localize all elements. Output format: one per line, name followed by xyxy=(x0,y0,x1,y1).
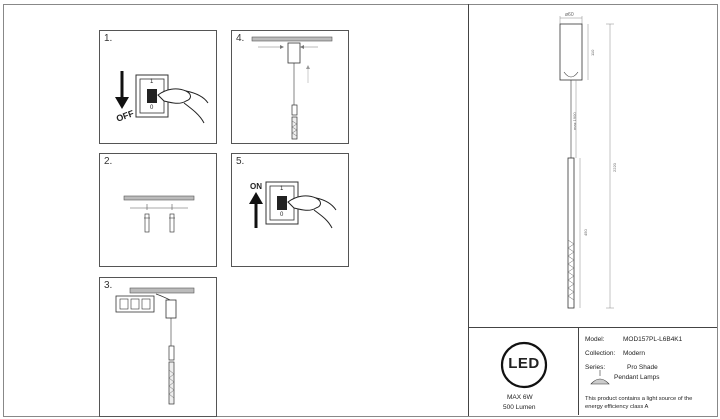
step-1-number: 1. xyxy=(104,33,113,44)
step-1-panel: 1. 1 0 OFF xyxy=(99,30,217,144)
collection-value: Modern xyxy=(623,350,646,357)
step-4-number: 4. xyxy=(236,33,245,44)
switch-bottom-mark: 0 xyxy=(150,105,154,111)
model-label: Model: xyxy=(585,336,605,343)
dimension-drawing xyxy=(559,16,614,309)
mounting-illustration xyxy=(115,287,195,405)
spec-divider xyxy=(468,327,717,328)
dim-tube: 450 xyxy=(583,229,588,236)
step-5-number: 5. xyxy=(236,156,245,167)
switch-top-mark-5: 1 xyxy=(280,186,284,192)
collection-label: Collection: xyxy=(585,350,616,357)
type-value: Pendant Lamps xyxy=(614,374,660,381)
column-divider xyxy=(468,4,469,416)
step-2-panel: 2. xyxy=(99,153,217,267)
step-3-number: 3. xyxy=(104,280,113,291)
dim-canopy-height: 110 xyxy=(590,49,595,56)
series-value: Pro Shade xyxy=(627,364,658,371)
step-4-panel: 4. xyxy=(231,30,349,144)
pendant-lamp-icon xyxy=(590,370,610,385)
step-3-panel: 3. xyxy=(99,277,217,417)
canopy-fix-illustration xyxy=(251,36,333,140)
series-label: Series: xyxy=(585,364,606,371)
sheet-border xyxy=(3,4,718,417)
ceiling-drill-illustration xyxy=(123,195,195,233)
led-logo-icon xyxy=(500,341,548,389)
step-2-number: 2. xyxy=(104,156,113,167)
dim-cable: max 1900 xyxy=(572,112,577,130)
energy-note-1: This product contains a light source of … xyxy=(585,396,693,402)
switch-on-illustration xyxy=(249,181,337,229)
model-value: MOD157PL-L6B4K1 xyxy=(623,336,683,343)
led-logo-text: LED xyxy=(508,355,540,372)
dim-total: 2220 xyxy=(612,163,617,172)
lumen-text: 500 Lumen xyxy=(503,404,536,411)
max-power-text: MAX 6W xyxy=(507,394,533,401)
step-5-panel: 5. 1 0 ON xyxy=(231,153,349,267)
switch-top-mark: 1 xyxy=(150,79,154,85)
dim-diameter: ø60 xyxy=(565,12,574,18)
switch-off-illustration xyxy=(115,71,209,124)
on-label: ON xyxy=(250,182,262,191)
logo-divider xyxy=(578,327,579,415)
energy-note-2: energy efficiency class A xyxy=(585,404,649,410)
switch-bottom-mark-5: 0 xyxy=(280,212,284,218)
